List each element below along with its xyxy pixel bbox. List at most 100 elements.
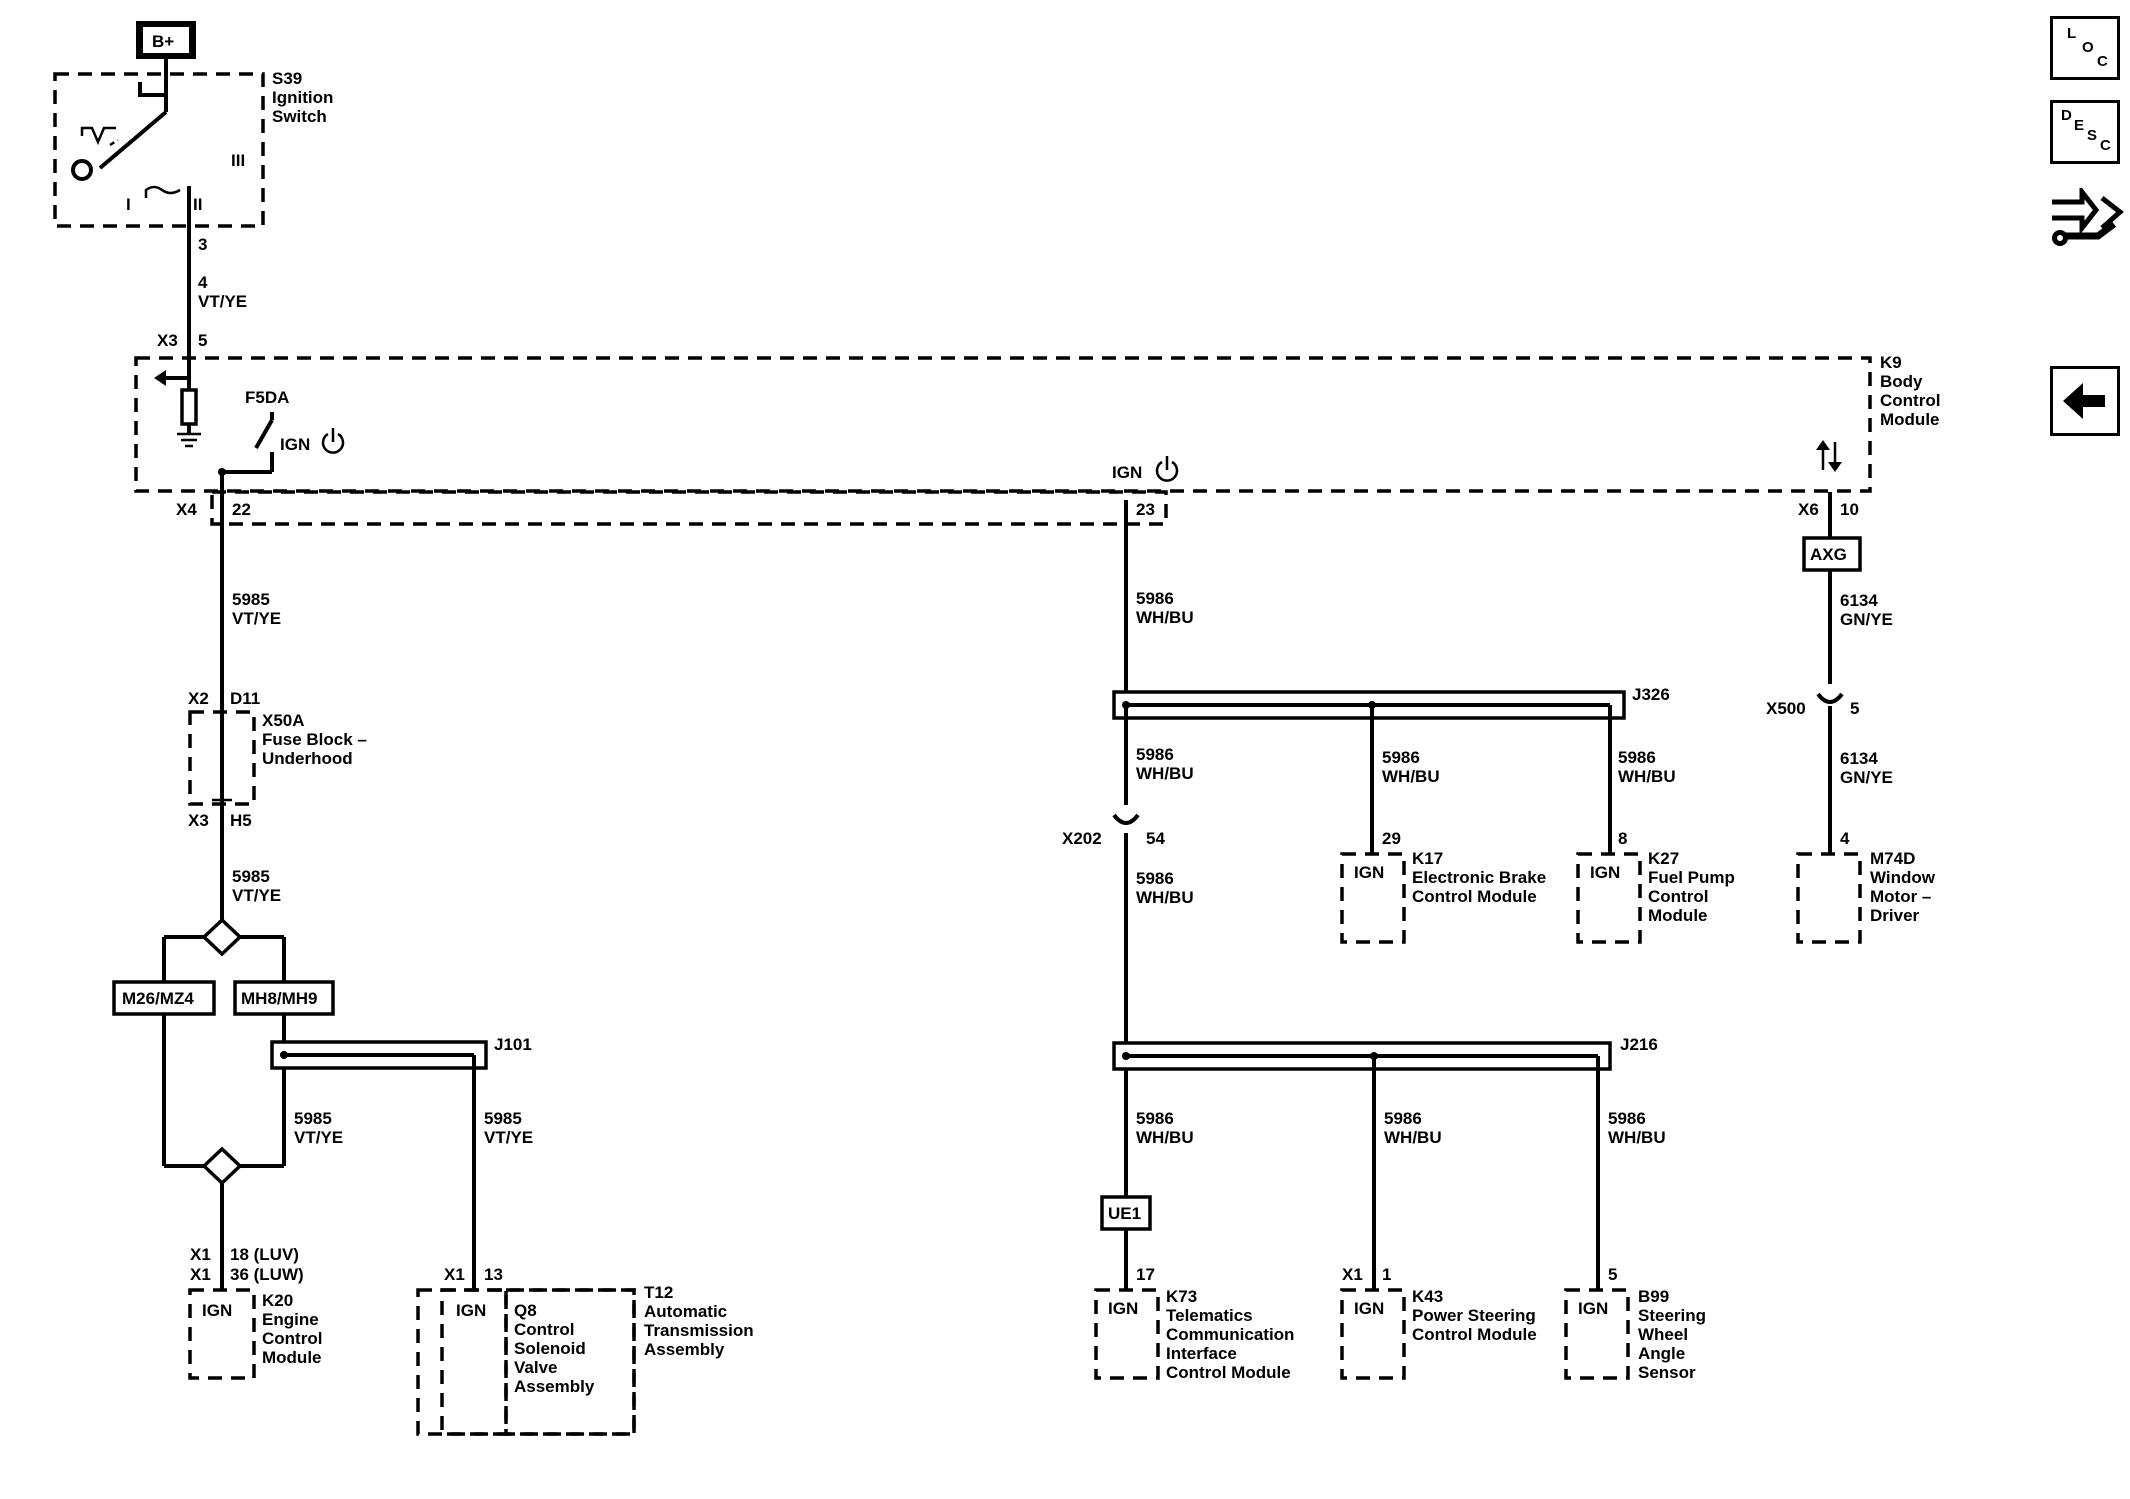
bcm-internal-resistor [180, 388, 198, 426]
left-w1-circuit: 5985 [232, 590, 270, 609]
wire-top-color: VT/YE [198, 292, 247, 311]
inline-x202-pin: 54 [1146, 829, 1165, 848]
left-w2-circuit: 5985 [232, 867, 270, 886]
bidirectional-arrow-icon [1816, 440, 1842, 472]
ecm-name-3: Control [262, 1329, 322, 1348]
ebcm-wire-color: WH/BU [1382, 767, 1440, 786]
ebcm-ign: IGN [1354, 863, 1384, 882]
bcm-pin-22: 22 [232, 500, 251, 519]
b-plus-label: B+ [152, 32, 174, 51]
desc-letter-e: E [2074, 117, 2085, 134]
option-m26-label: M26/MZ4 [122, 989, 194, 1008]
ecm-name-4: Module [262, 1348, 322, 1367]
option-m26-box [112, 980, 216, 1016]
tel-ign: IGN [1108, 1299, 1138, 1318]
switch-key-symbol [80, 126, 116, 146]
tcm-ign-box [440, 1288, 508, 1436]
tel-pin: 17 [1136, 1265, 1155, 1284]
loc-button[interactable]: L O C [2050, 16, 2120, 80]
switch-blade [98, 110, 168, 170]
inline-x500-conn: X500 [1766, 699, 1806, 718]
pscm-ign: IGN [1354, 1299, 1384, 1318]
motor-name-1: M74D [1870, 849, 1915, 868]
splice-j101-label: J101 [494, 1035, 532, 1054]
fpcm-name-4: Module [1648, 906, 1708, 925]
ebcm-name-3: Control Module [1412, 887, 1537, 906]
power-icon-2 [1155, 456, 1179, 482]
tcm-ign: IGN [456, 1301, 486, 1320]
right-w1-color: GN/YE [1840, 610, 1893, 629]
arrow-left-icon [2063, 383, 2105, 419]
switch-name-1: S39 [272, 69, 302, 88]
switch-pos-i: I [126, 195, 131, 214]
desc-letter-s: S [2087, 127, 2098, 144]
right-w2-circuit: 6134 [1840, 749, 1878, 768]
inline-x500 [1816, 692, 1844, 704]
bcm-fuse-label: F5DA [245, 388, 289, 407]
mid-w2-color: WH/BU [1136, 764, 1194, 783]
ebcm-pin: 29 [1382, 829, 1401, 848]
fpcm-name-1: K27 [1648, 849, 1679, 868]
fuse-block-name-3: Underhood [262, 749, 353, 768]
q8-name-5: Assembly [514, 1377, 595, 1396]
swas-wire-circuit: 5986 [1608, 1109, 1646, 1128]
ecm-name-1: K20 [262, 1291, 293, 1310]
option-diamond-top [201, 917, 243, 957]
swas-pin: 5 [1608, 1265, 1617, 1284]
fpcm-wire-color: WH/BU [1618, 767, 1676, 786]
inline-x202 [1112, 813, 1140, 825]
pscm-name-1: K43 [1412, 1287, 1443, 1306]
pscm-name-3: Control Module [1412, 1325, 1537, 1344]
bcm-name-2: Body [1880, 372, 1923, 391]
bcm-x4-label: X4 [176, 500, 197, 519]
ecm-pin-2: 36 (LUW) [230, 1265, 304, 1284]
swas-box [1564, 1288, 1630, 1380]
back-button[interactable] [2050, 366, 2120, 436]
q8-name-4: Valve [514, 1358, 558, 1377]
tcm-pin: 13 [484, 1265, 503, 1284]
mid-w1-circuit: 5986 [1136, 589, 1174, 608]
ebcm-wire-circuit: 5986 [1382, 748, 1420, 767]
pscm-box [1340, 1288, 1406, 1380]
mid-w1-color: WH/BU [1136, 608, 1194, 627]
option-diamond-bottom [201, 1146, 243, 1186]
ebcm-name-2: Electronic Brake [1412, 868, 1546, 887]
fpcm-name-3: Control [1648, 887, 1708, 906]
ebcm-name-1: K17 [1412, 849, 1443, 868]
fuse-block-name-2: Fuse Block – [262, 730, 367, 749]
ecm-conn-2: X1 [190, 1265, 211, 1284]
desc-letter-c: C [2100, 137, 2111, 154]
desc-button[interactable]: D E S C [2050, 100, 2120, 164]
wire-top-circuit: 4 [198, 273, 208, 292]
swas-name-4: Angle [1638, 1344, 1685, 1363]
pscm-conn: X1 [1342, 1265, 1363, 1284]
tcm-conn: X1 [444, 1265, 465, 1284]
inline-x500-pin: 5 [1850, 699, 1859, 718]
tcm-name-3: Transmission [644, 1321, 754, 1340]
telematics-box [1094, 1288, 1160, 1380]
tcm-name-2: Automatic [644, 1302, 727, 1321]
fpcm-pin: 8 [1618, 829, 1627, 848]
ecm-ign: IGN [202, 1301, 232, 1320]
ebcm-box [1340, 852, 1406, 944]
pscm-pin: 1 [1382, 1265, 1391, 1284]
bcm-ign-label: IGN [280, 435, 310, 454]
ignition-switch-box [53, 72, 265, 228]
mid-w3-color: WH/BU [1136, 888, 1194, 907]
bcm-ign-switch [254, 419, 274, 449]
pscm-name-2: Power Steering [1412, 1306, 1536, 1325]
bcm-x3-pin: 5 [198, 331, 207, 350]
bcm-pin-10: 10 [1840, 500, 1859, 519]
ecm-name-2: Engine [262, 1310, 319, 1329]
fpcm-name-2: Fuel Pump [1648, 868, 1735, 887]
tel-name-3: Communication [1166, 1325, 1294, 1344]
wrench-arrows-icon [2052, 184, 2124, 246]
swas-wire-color: WH/BU [1608, 1128, 1666, 1147]
ecm-pin-1: 18 (LUV) [230, 1245, 299, 1264]
desc-letter-d: D [2061, 107, 2072, 124]
bcm-ign2-label: IGN [1112, 463, 1142, 482]
fuse-block-bot-pin: H5 [230, 811, 252, 830]
bcm-name-4: Module [1880, 410, 1940, 429]
service-info-button[interactable] [2048, 184, 2126, 260]
